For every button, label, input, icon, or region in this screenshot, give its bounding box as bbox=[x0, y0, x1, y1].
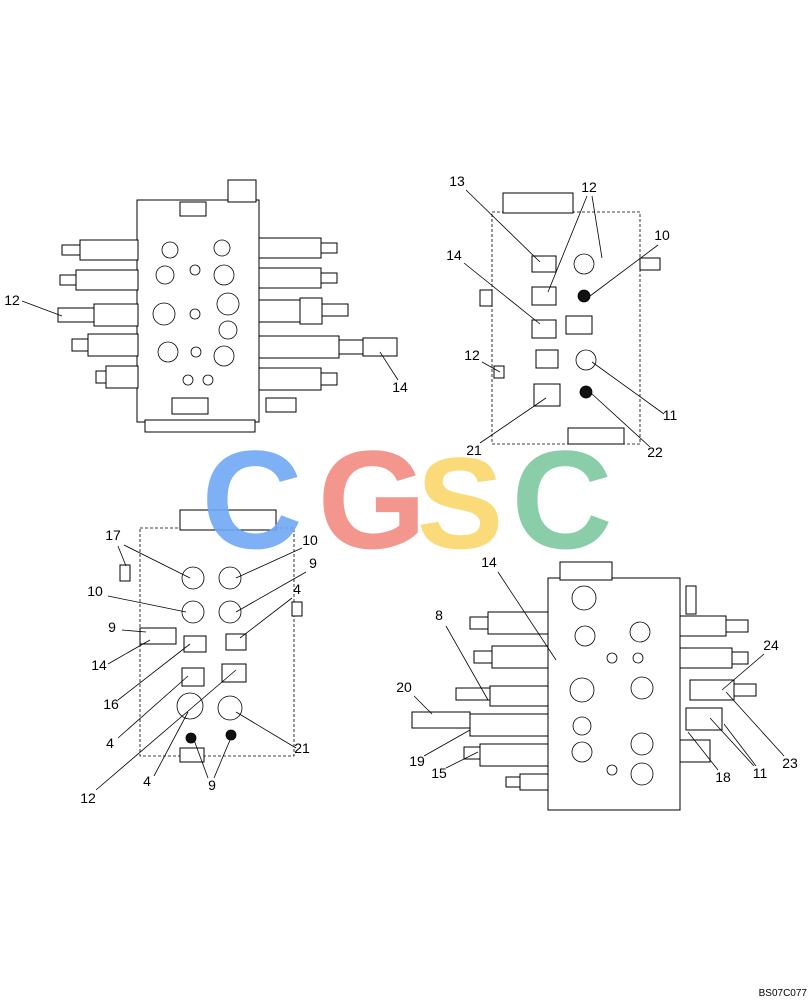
callout-label: 10 bbox=[87, 583, 103, 599]
callout-label: 11 bbox=[753, 765, 768, 781]
leader-line bbox=[709, 717, 755, 767]
callout-label: 13 bbox=[449, 173, 465, 189]
watermark-letter-2: G bbox=[318, 421, 427, 578]
callout-label: 12 bbox=[4, 292, 20, 308]
leader-line bbox=[497, 571, 557, 661]
leader-line bbox=[445, 625, 489, 701]
leader-line bbox=[465, 189, 541, 263]
leader-line bbox=[21, 300, 63, 317]
valve-body bbox=[136, 179, 260, 433]
leader-line bbox=[153, 711, 189, 777]
watermark-letter-4: C bbox=[511, 421, 612, 578]
view-top-left bbox=[57, 179, 398, 433]
callout-label: 24 bbox=[763, 637, 779, 653]
leader-line bbox=[723, 723, 757, 767]
leader-line bbox=[239, 597, 293, 639]
leader-line bbox=[117, 545, 127, 567]
leader-line bbox=[423, 729, 471, 757]
right-spools bbox=[258, 237, 398, 413]
callout-label: 9 bbox=[108, 619, 116, 635]
callout-label: 14 bbox=[91, 657, 107, 673]
leader-line bbox=[235, 547, 303, 579]
leader-line bbox=[121, 629, 147, 633]
view-bottom-left bbox=[119, 509, 303, 763]
callout-label: 14 bbox=[446, 247, 462, 263]
callout-label: 4 bbox=[293, 581, 301, 597]
valve-face bbox=[479, 192, 661, 445]
leader-line bbox=[413, 695, 433, 715]
leader-line bbox=[481, 361, 501, 373]
leader-line bbox=[107, 639, 151, 665]
drawing-code: BS07C077 bbox=[759, 988, 808, 999]
leader-line bbox=[445, 751, 479, 769]
callout-label: 12 bbox=[464, 347, 480, 363]
left-spools bbox=[57, 239, 139, 389]
leader-line bbox=[463, 262, 541, 325]
callout-label: 14 bbox=[481, 554, 497, 570]
right-spools bbox=[679, 585, 757, 763]
leader-line bbox=[589, 244, 659, 297]
callout-label: 23 bbox=[782, 755, 798, 771]
callout-label: 14 bbox=[392, 379, 408, 395]
leader-line bbox=[235, 711, 297, 749]
callout-label: 17 bbox=[105, 527, 121, 543]
leader-line bbox=[721, 653, 765, 691]
view-bottom-right bbox=[411, 561, 757, 811]
leader-line bbox=[235, 571, 307, 613]
view-top-right bbox=[479, 192, 661, 445]
callout-label: 18 bbox=[715, 769, 731, 785]
callout-label: 9 bbox=[208, 777, 216, 793]
callout-label: 10 bbox=[302, 532, 318, 548]
leader-line bbox=[479, 397, 547, 444]
leader-line bbox=[725, 691, 785, 757]
callout-label: 8 bbox=[435, 607, 443, 623]
callout-label: 10 bbox=[654, 227, 670, 243]
leader-line bbox=[379, 351, 399, 381]
leader-line bbox=[117, 675, 189, 739]
callout-label: 12 bbox=[581, 179, 597, 195]
left-spools bbox=[411, 611, 549, 791]
watermark-letter-1: C bbox=[201, 421, 302, 578]
leader-line bbox=[591, 393, 651, 448]
callout-label: 21 bbox=[466, 442, 482, 458]
callout-label: 20 bbox=[396, 679, 412, 695]
leader-line bbox=[123, 544, 191, 579]
callout-label: 12 bbox=[80, 790, 96, 806]
leader-line bbox=[213, 739, 231, 779]
leader-line bbox=[687, 731, 719, 771]
leader-line bbox=[95, 669, 237, 791]
leader-line bbox=[591, 361, 665, 415]
callout-label: 21 bbox=[294, 740, 310, 756]
leader-line bbox=[591, 195, 603, 259]
leader-line bbox=[193, 739, 209, 779]
callout-label: 22 bbox=[647, 444, 663, 460]
callout-label: 9 bbox=[309, 555, 317, 571]
callout-label: 11 bbox=[663, 407, 678, 423]
callout-label: 16 bbox=[103, 696, 119, 712]
valve-body bbox=[547, 561, 681, 811]
callout-label: 4 bbox=[106, 735, 114, 751]
callout-label: 19 bbox=[409, 753, 425, 769]
callout-label: 4 bbox=[143, 773, 151, 789]
leader-line bbox=[547, 195, 588, 293]
watermark-letter-3: S bbox=[417, 430, 504, 576]
valve-face bbox=[119, 509, 303, 763]
leader-line bbox=[107, 595, 187, 613]
callout-label: 15 bbox=[431, 765, 447, 781]
leader-line bbox=[117, 643, 191, 701]
